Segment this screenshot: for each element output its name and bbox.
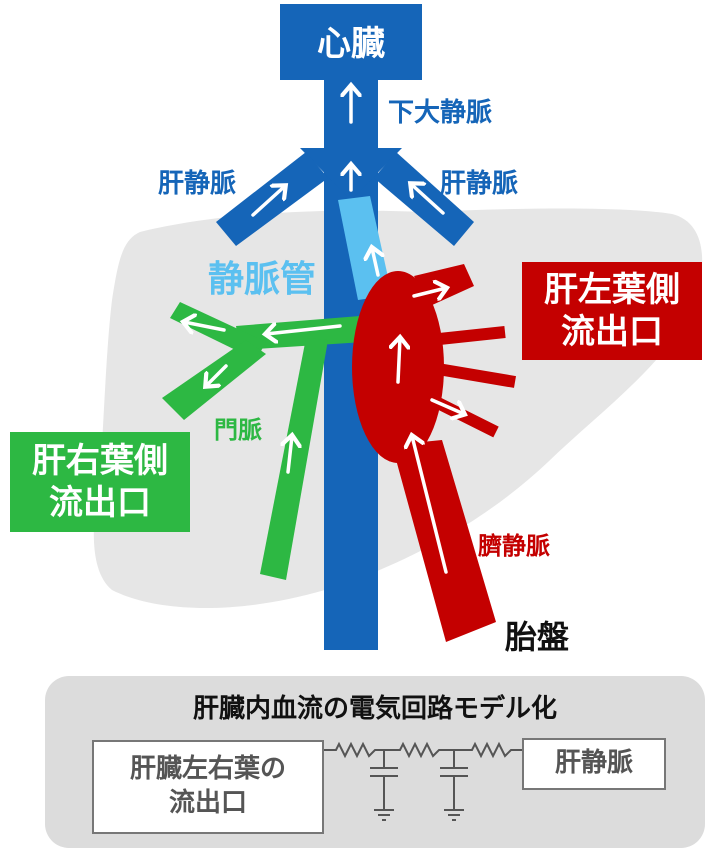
circuit-model [322, 741, 522, 821]
placenta-label: 胎盤 [505, 618, 570, 656]
heart-box [280, 4, 422, 80]
hepatic-vein-left-label: 肝静脈 [158, 169, 237, 199]
right-lobe-outflow-line2: 流出口 [49, 483, 151, 523]
flow-arrows [184, 86, 464, 574]
right-lobe-outflow-line1: 肝右葉側 [32, 440, 168, 481]
right-lobe-outflow-box: 肝右葉側 流出口 [10, 432, 190, 532]
portal-vein-label: 門脈 [214, 416, 262, 444]
circuit-title: 肝臓内血流の電気回路モデル化 [192, 694, 557, 724]
umbilical-vein-label: 臍静脈 [478, 532, 550, 560]
ivc-label: 下大静脈 [388, 98, 493, 128]
left-lobe-outflow-line1: 肝左葉側 [544, 269, 680, 310]
left-lobe-outflow-line2: 流出口 [561, 312, 663, 352]
ductus-venosus-label: 静脈管 [208, 259, 317, 300]
circuit-left-box-line2: 流出口 [168, 788, 247, 818]
left-lobe-outflow-box: 肝左葉側 流出口 [522, 262, 702, 360]
hepatic-vein-right-label: 肝静脈 [440, 169, 519, 199]
circuit-right-box: 肝静脈 [522, 738, 666, 790]
circuit-left-box-line1: 肝臓左右葉の [129, 754, 286, 785]
heart-label: 心臓 [317, 24, 385, 64]
circuit-left-box: 肝臓左右葉の 流出口 [92, 740, 324, 834]
